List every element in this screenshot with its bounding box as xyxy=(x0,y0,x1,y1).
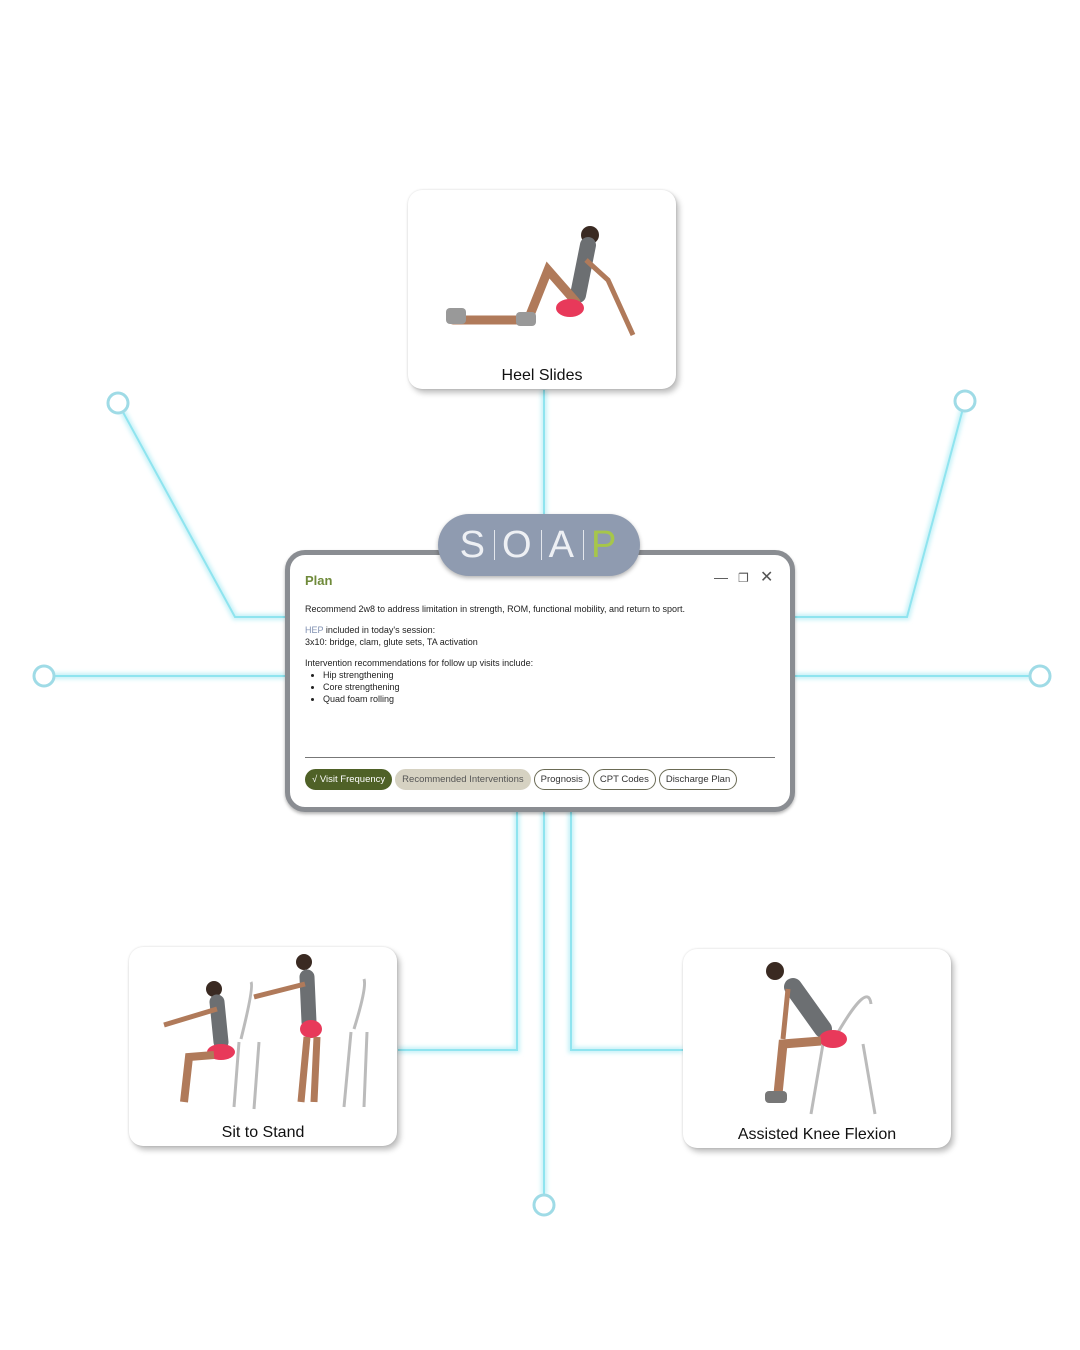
exercise-card-sit-to-stand[interactable]: Sit to Stand xyxy=(129,947,397,1146)
exercise-card-assisted-knee-flexion[interactable]: Assisted Knee Flexion xyxy=(683,949,951,1148)
connector-upper-right xyxy=(795,400,966,618)
node-bottom xyxy=(532,1193,556,1217)
soap-letter-a: A xyxy=(548,523,576,566)
exercise-label: Assisted Knee Flexion xyxy=(737,1126,897,1143)
node-right xyxy=(1028,664,1052,688)
exercise-label: Heel Slides xyxy=(501,367,583,384)
exercise-card-heel-slides[interactable]: Heel Slides xyxy=(408,190,676,389)
hep-section: HEP included in today's session: 3x10: br… xyxy=(305,624,775,648)
hep-detail: 3x10: bridge, clam, glute sets, TA activ… xyxy=(305,637,478,647)
tab-prognosis[interactable]: Prognosis xyxy=(533,769,590,790)
node-upper-right xyxy=(953,389,977,413)
restore-icon[interactable]: ❐ xyxy=(738,571,749,585)
node-left xyxy=(32,664,56,688)
plan-window: Plan — ❐ ✕ Recommend 2w8 to address limi… xyxy=(285,550,795,812)
list-item: Core strengthening xyxy=(323,681,775,693)
list-item: Hip strengthening xyxy=(323,669,775,681)
soap-letter-o: O xyxy=(502,523,534,566)
node-upper-left xyxy=(106,391,130,415)
sit-to-stand-figure-image xyxy=(163,954,369,1110)
tab-discharge-plan[interactable]: Discharge Plan xyxy=(658,769,738,790)
tab-recommended-interventions[interactable]: Recommended Interventions xyxy=(395,769,531,790)
hep-link[interactable]: HEP xyxy=(305,625,324,635)
plan-summary: Recommend 2w8 to address limitation in s… xyxy=(305,604,686,614)
exercise-label: Sit to Stand xyxy=(221,1124,305,1141)
soap-letter-s: S xyxy=(459,523,488,566)
heel-slides-figure-image xyxy=(446,226,636,337)
plan-tabs: √ Visit Frequency Recommended Interventi… xyxy=(305,769,738,790)
window-title: Plan xyxy=(305,573,333,588)
check-icon: √ xyxy=(312,774,318,785)
divider xyxy=(305,757,775,758)
assisted-knee-flexion-figure-image xyxy=(765,962,877,1115)
list-item: Quad foam rolling xyxy=(323,693,775,705)
hep-text: included in today's session: xyxy=(323,625,436,635)
tab-visit-frequency[interactable]: √ Visit Frequency xyxy=(305,769,393,790)
interventions-intro: Intervention recommendations for follow … xyxy=(305,658,534,668)
plan-content: Recommend 2w8 to address limitation in s… xyxy=(305,603,775,705)
interventions-list: Hip strengthening Core strengthening Qua… xyxy=(305,669,775,705)
close-icon[interactable]: ✕ xyxy=(760,569,774,586)
connector-upper-left xyxy=(117,402,285,618)
tab-cpt-codes[interactable]: CPT Codes xyxy=(592,769,656,790)
connector-knee-flexion xyxy=(570,812,683,1051)
tab-label: Visit Frequency xyxy=(319,774,386,785)
soap-brand-pill: S O A P xyxy=(438,514,640,576)
soap-letter-p: P xyxy=(590,523,619,566)
minimize-icon[interactable]: — xyxy=(714,569,728,585)
connector-sit-to-stand xyxy=(398,812,518,1051)
